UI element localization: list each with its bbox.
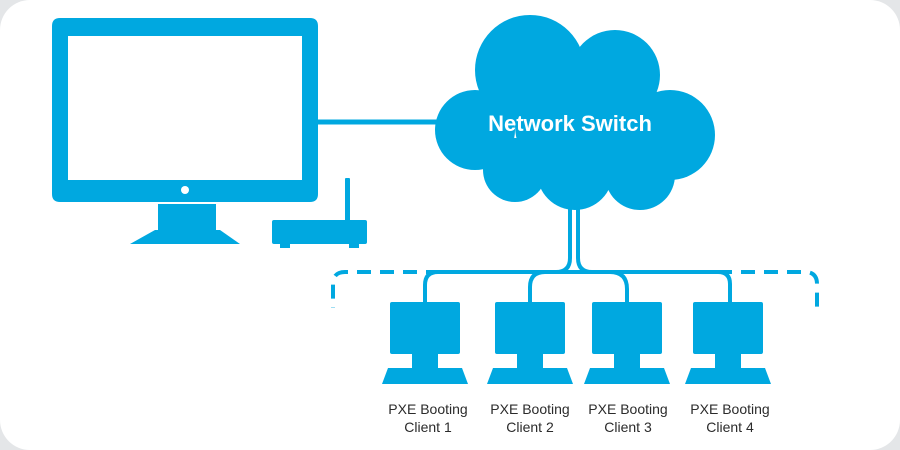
client-2 xyxy=(487,302,573,384)
monitor-base xyxy=(130,230,240,244)
client-1-label-line2: Client 1 xyxy=(404,419,452,435)
router-foot-left xyxy=(280,242,290,248)
router-body xyxy=(272,220,367,244)
router-foot-right xyxy=(349,242,359,248)
desktop-icon xyxy=(685,302,771,384)
network-bus xyxy=(331,270,819,308)
client-1-label-line1: PXE Booting xyxy=(388,401,467,417)
switch-label: Network Switch xyxy=(488,111,652,136)
client-labels: PXE Booting Client 1 PXE Booting Client … xyxy=(388,401,769,435)
client-3 xyxy=(584,302,670,384)
client-1 xyxy=(382,302,468,384)
desktop-icon xyxy=(584,302,670,384)
client-3-label-line2: Client 3 xyxy=(604,419,652,435)
trunk-cables xyxy=(438,195,720,274)
desktop-icon xyxy=(487,302,573,384)
monitor-neck xyxy=(158,204,216,232)
bus-line-dashed-left xyxy=(331,270,440,308)
client-2-label-line2: Client 2 xyxy=(506,419,554,435)
monitor-power-dot xyxy=(181,186,189,194)
client-4-label-line1: PXE Booting xyxy=(690,401,769,417)
bus-line-dashed-right xyxy=(718,270,819,308)
router-icon xyxy=(272,178,367,248)
monitor-icon xyxy=(52,18,318,244)
client-3-label-line1: PXE Booting xyxy=(588,401,667,417)
client-2-label-line1: PXE Booting xyxy=(490,401,569,417)
client-4-label-line2: Client 4 xyxy=(706,419,754,435)
cloud-icon xyxy=(435,15,715,210)
client-4 xyxy=(685,302,771,384)
client-drop-cables xyxy=(423,270,732,304)
router-antenna xyxy=(345,178,350,224)
desktop-icon xyxy=(382,302,468,384)
